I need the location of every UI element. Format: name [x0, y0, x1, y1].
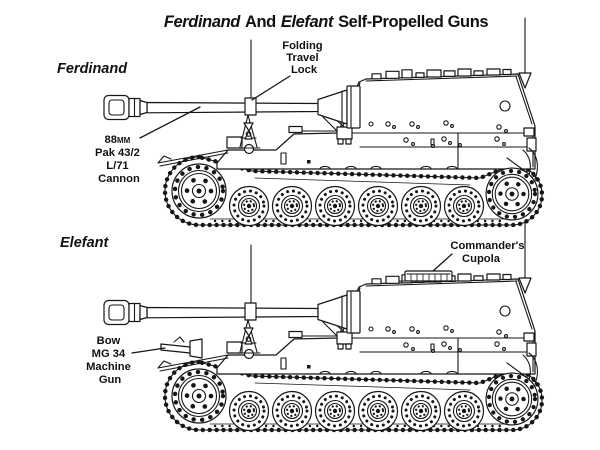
- travel-lock-callout: Folding Travel Lock: [282, 40, 326, 76]
- title-part-and: And: [245, 13, 276, 31]
- cannon-callout: 88mm Pak 43/2 L/71 Cannon: [95, 134, 143, 185]
- cannon-pointer-line: [139, 106, 201, 139]
- elefant-drawing: [104, 223, 542, 431]
- bow-machine-gun: [160, 336, 203, 359]
- bow-mg-callout: Bow MG 34 Machine Gun: [86, 335, 134, 386]
- title-part-ferdinand: Ferdinand: [164, 13, 241, 31]
- title-part-elefant: Elefant: [281, 13, 335, 31]
- commanders-cupola: [398, 270, 459, 282]
- elefant-label: Elefant: [60, 235, 110, 251]
- cupola-pointer-line: [432, 253, 453, 272]
- title-part-rest: Self-Propelled Guns: [338, 13, 488, 31]
- travel-lock-pointer-line: [251, 75, 291, 101]
- cupola-callout: Commander's Cupola: [450, 240, 527, 265]
- bow-mg-pointer-line: [131, 347, 166, 354]
- ferdinand-label: Ferdinand: [57, 61, 128, 77]
